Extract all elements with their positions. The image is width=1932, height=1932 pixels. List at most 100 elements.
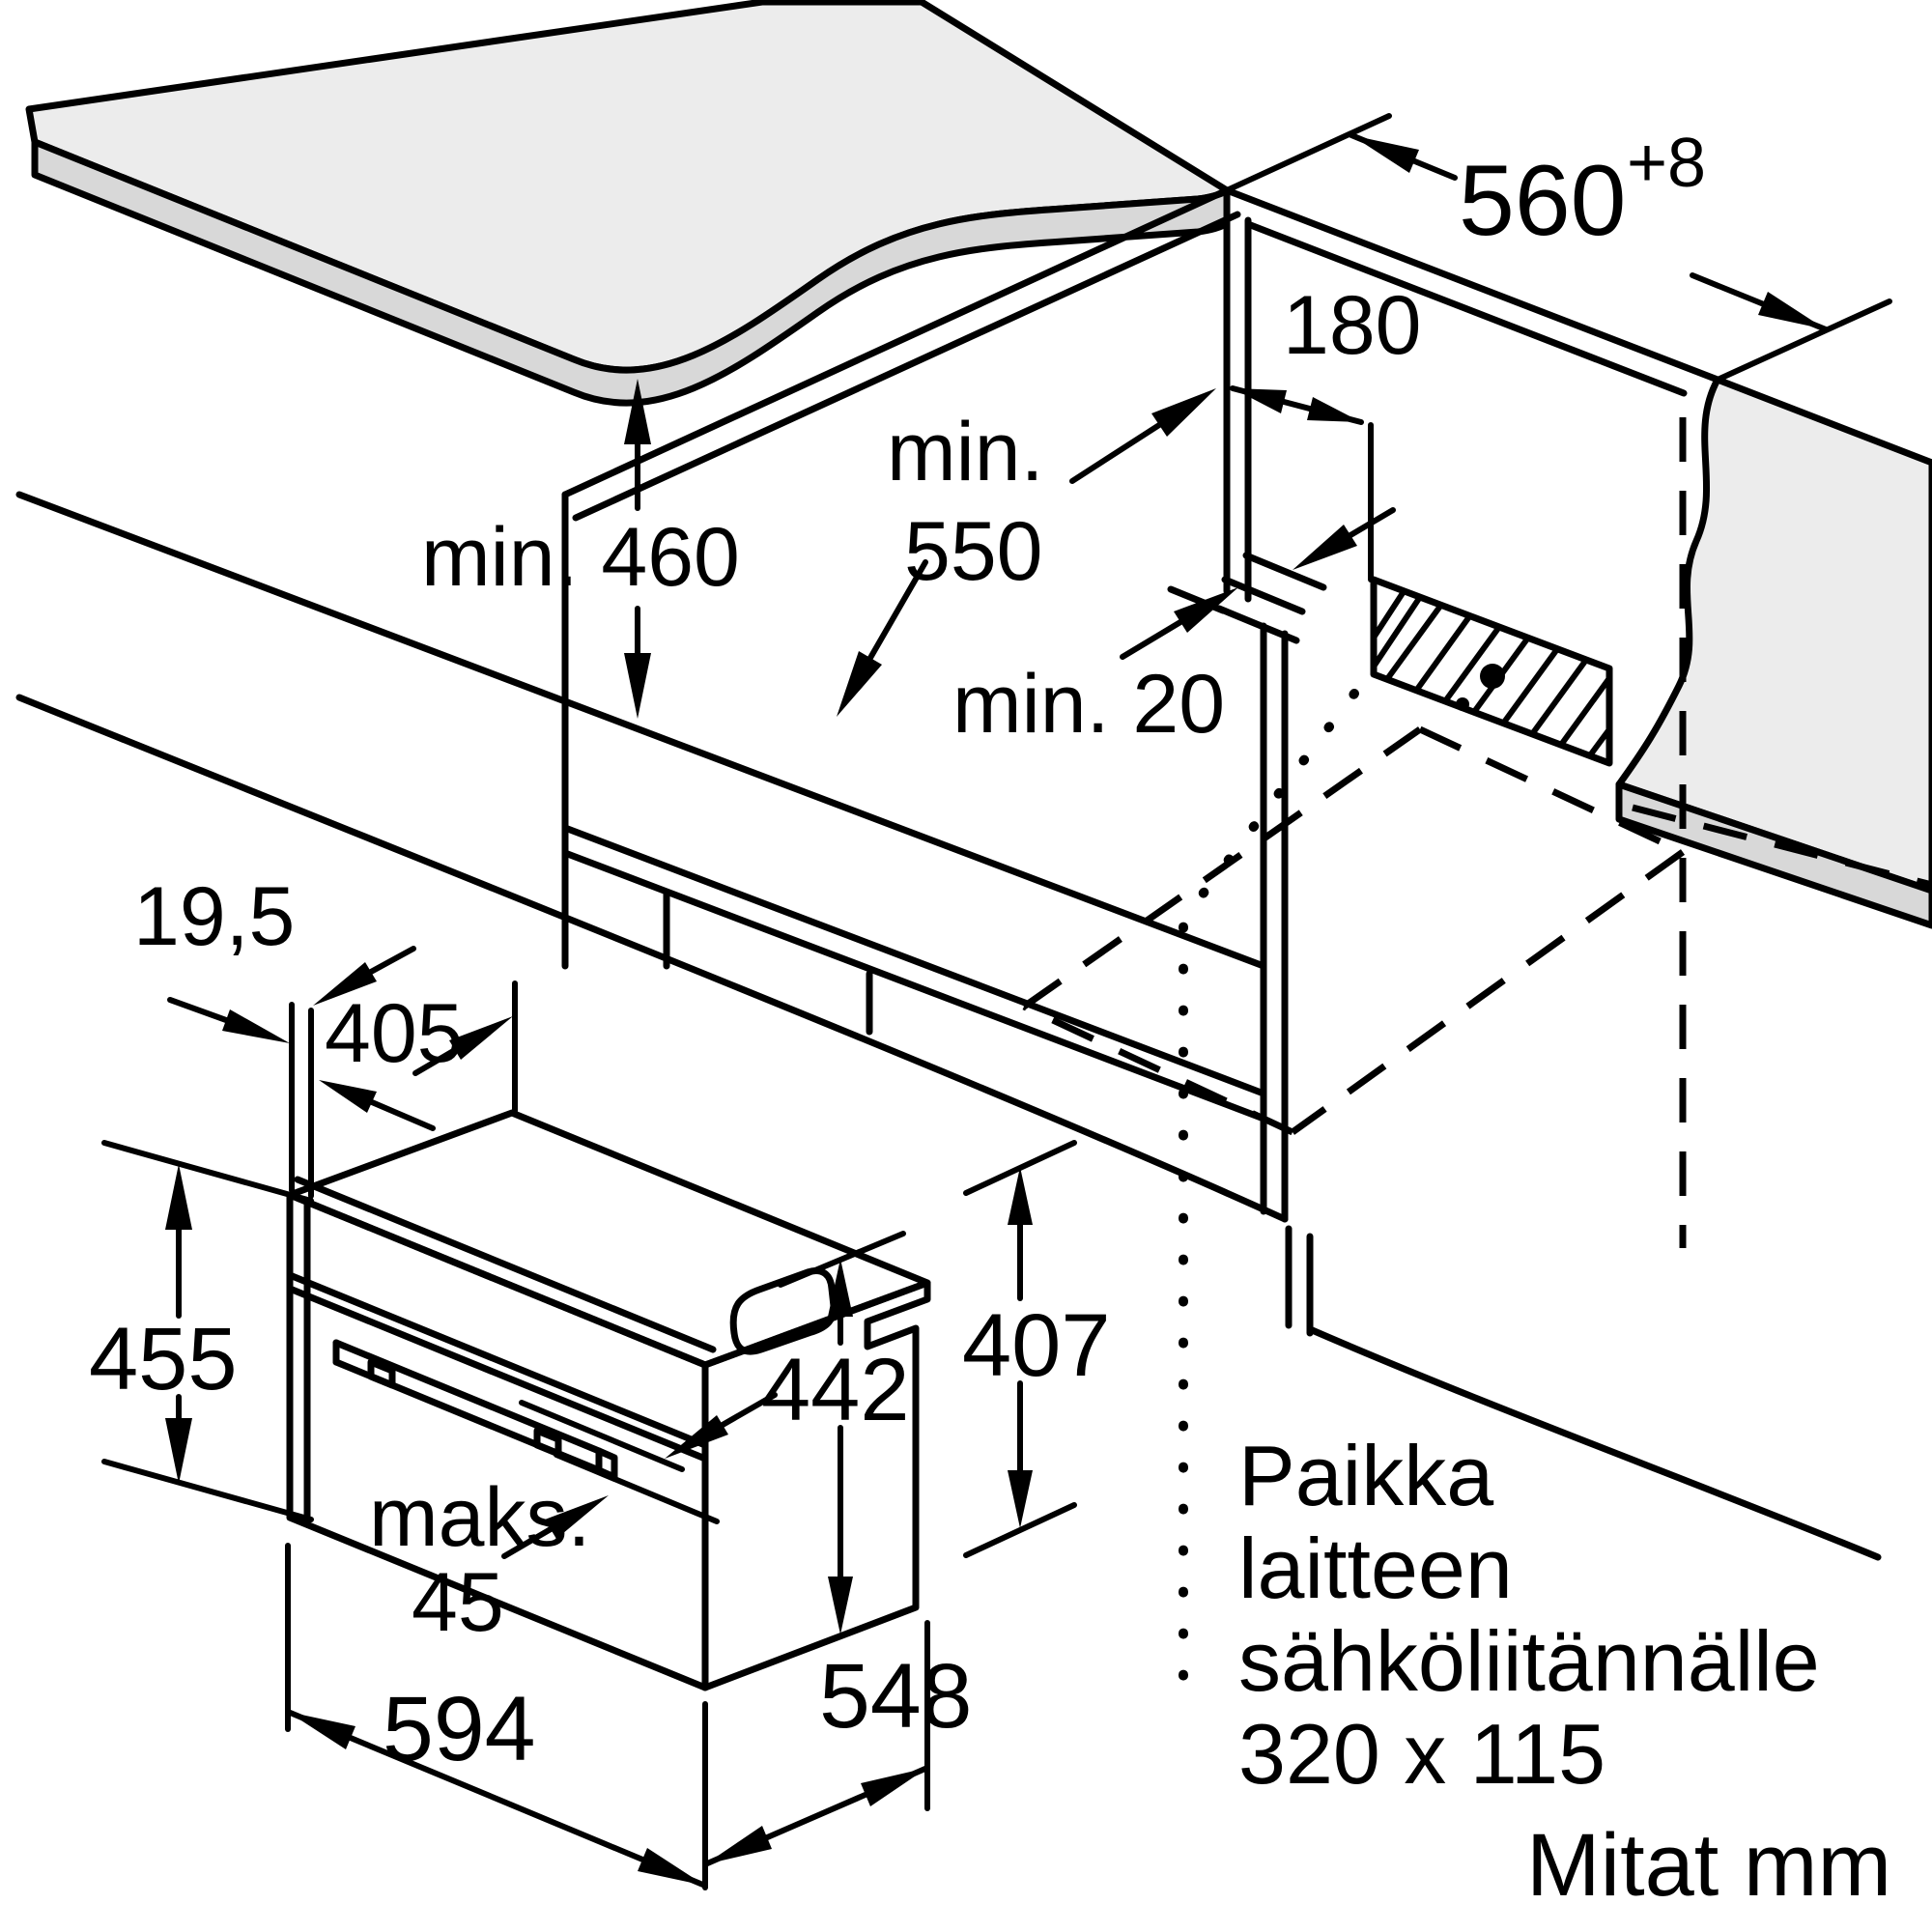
dim-min460: min. 460 bbox=[421, 379, 740, 719]
dim-594: 594 bbox=[285, 1543, 708, 1890]
dim-594-label: 594 bbox=[383, 1678, 536, 1780]
niche-floor-front bbox=[1221, 576, 1306, 615]
dim-180: 180 bbox=[1230, 279, 1422, 582]
dim-455-label: 455 bbox=[89, 1310, 238, 1408]
arrow-icon bbox=[638, 1848, 705, 1886]
dim-442: 442 bbox=[761, 1231, 910, 1634]
dim-maks-label-1: maks. bbox=[369, 1471, 590, 1564]
extension-line bbox=[963, 1502, 1077, 1558]
dim-460-label: min. 460 bbox=[421, 511, 740, 604]
shelf-front-edge-lower bbox=[561, 849, 1267, 1122]
dim-180-label: 180 bbox=[1283, 279, 1422, 372]
arrow-icon bbox=[1758, 292, 1826, 329]
arrow-icon bbox=[288, 1712, 355, 1749]
dim-19-5-label: 19,5 bbox=[133, 870, 295, 963]
arrow-down-icon bbox=[165, 1418, 192, 1484]
arrow-icon bbox=[1293, 525, 1357, 570]
cabinet-top-front-edge bbox=[561, 186, 1231, 498]
dim-560-tolerance: +8 bbox=[1627, 125, 1706, 202]
arrow-icon bbox=[222, 1009, 290, 1043]
arrow-icon bbox=[1151, 388, 1216, 437]
dim-560: 560 +8 bbox=[1224, 113, 1892, 383]
dim-407: 407 bbox=[962, 1140, 1111, 1558]
arrow-down-icon bbox=[1008, 1470, 1033, 1528]
dim-548-label: 548 bbox=[819, 1645, 973, 1747]
connection-hatch-box bbox=[1370, 576, 1613, 767]
dim-maks45: maks. 45 bbox=[369, 1392, 778, 1649]
niche-top-back-edge-inner bbox=[1244, 220, 1688, 397]
hidden-floor-edge bbox=[1022, 1003, 1294, 1136]
dim-550-label-2: 550 bbox=[904, 505, 1043, 598]
niche bbox=[1167, 186, 1721, 1337]
arrow-icon bbox=[313, 962, 377, 1006]
extension-line bbox=[1715, 298, 1892, 383]
extension-line bbox=[101, 1140, 314, 1204]
arrow-icon bbox=[837, 651, 882, 717]
dim-548: 548 bbox=[702, 1620, 973, 1867]
base-cabinet bbox=[15, 186, 1882, 1561]
hidden-outline bbox=[1021, 417, 1932, 1248]
dim-19-5: 19,5 bbox=[133, 870, 416, 1199]
note-line-4: 320 x 115 bbox=[1238, 1706, 1605, 1802]
niche-floor-front-lower bbox=[1215, 605, 1300, 644]
dim-min20: min. 20 bbox=[952, 507, 1396, 751]
cabinet-top-front-edge-inner bbox=[572, 211, 1241, 522]
handle-foot bbox=[367, 1358, 396, 1389]
arrow-down-icon bbox=[828, 1577, 853, 1634]
shelf-back-edge bbox=[15, 491, 1267, 970]
arrow-up-icon bbox=[828, 1259, 853, 1317]
oven-side-face bbox=[701, 1279, 931, 1691]
oven bbox=[286, 1109, 931, 1691]
arrow-icon bbox=[1233, 388, 1287, 413]
niche-top-back-edge bbox=[1223, 186, 1721, 384]
connection-dot-small bbox=[1456, 697, 1469, 711]
control-panel-line bbox=[286, 1271, 709, 1449]
note-line-2: laitteen bbox=[1238, 1520, 1513, 1616]
note-line-1: Paikka bbox=[1238, 1428, 1493, 1523]
dim-20-label: min. 20 bbox=[952, 658, 1225, 751]
dim-maks-label-2: 45 bbox=[412, 1556, 504, 1649]
electrical-connection bbox=[1179, 576, 1613, 1711]
dim-405: 405 bbox=[319, 980, 518, 1131]
arrow-icon bbox=[1307, 397, 1361, 422]
extension-line bbox=[101, 1459, 314, 1522]
dim-407-label: 407 bbox=[962, 1296, 1111, 1395]
arrow-icon bbox=[705, 1826, 772, 1864]
arrow-icon bbox=[449, 1016, 513, 1060]
extension-line bbox=[1224, 113, 1392, 193]
arrow-icon bbox=[1351, 135, 1419, 173]
hidden-line-on-wall bbox=[1632, 804, 1932, 889]
arrow-icon bbox=[545, 1495, 609, 1539]
dim-560-label: 560 bbox=[1459, 145, 1627, 257]
dim-442-label: 442 bbox=[761, 1341, 910, 1439]
wall-surface bbox=[1615, 376, 1932, 895]
shelf-front-edge bbox=[561, 824, 1267, 1097]
control-panel-line-lower bbox=[286, 1285, 709, 1463]
arrow-up-icon bbox=[1008, 1167, 1033, 1225]
wall bbox=[1615, 376, 1932, 929]
dim-405-label: 405 bbox=[325, 987, 464, 1080]
dim-min550: min. 550 bbox=[837, 388, 1216, 717]
oven-top-front-inner-line bbox=[294, 1176, 717, 1353]
reference-line bbox=[778, 1231, 906, 1288]
countertop-top-surface bbox=[25, 0, 1231, 374]
niche-floor-rear bbox=[1242, 552, 1327, 591]
dim-550-label-1: min. bbox=[887, 406, 1043, 498]
arrow-down-icon bbox=[624, 653, 651, 719]
hidden-floor-edge bbox=[1418, 725, 1685, 856]
connection-dot bbox=[1480, 664, 1505, 689]
arrow-icon bbox=[1174, 587, 1238, 633]
connection-note: Paikka laitteen sähköliitännälle 320 x 1… bbox=[1238, 1428, 1820, 1802]
reference-line bbox=[519, 1400, 685, 1472]
arrow-icon bbox=[861, 1768, 927, 1806]
arrow-up-icon bbox=[624, 379, 651, 444]
countertop bbox=[25, 0, 1231, 407]
floor-line-right bbox=[1306, 1325, 1882, 1561]
arrow-icon bbox=[665, 1415, 728, 1459]
arrow-icon bbox=[319, 1080, 377, 1113]
arrow-up-icon bbox=[165, 1164, 192, 1230]
units-label: Mitat mm bbox=[1526, 1816, 1891, 1915]
hidden-floor-edge bbox=[1290, 849, 1686, 1135]
wall-edge-band bbox=[1615, 781, 1932, 929]
